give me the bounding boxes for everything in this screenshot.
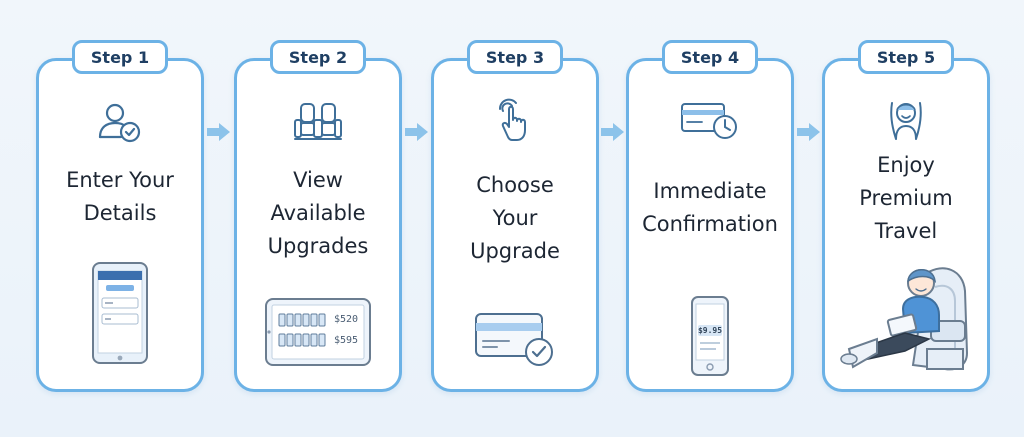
- step-card-3: Step 3 Choose Your Upgrade: [431, 40, 599, 392]
- step-card-2: Step 2 View Available Upgrades $520 $595: [234, 40, 402, 392]
- flow-arrow-1: [207, 123, 230, 141]
- step-badge: Step 3: [467, 40, 563, 74]
- seats-icon: [294, 103, 342, 140]
- phone-amount: $9.95: [697, 326, 723, 335]
- step-badge: Step 5: [858, 40, 954, 74]
- step-card-1: Step 1 Enter Your Details: [36, 40, 204, 392]
- step-card-4: Step 4 Immediate Confirmation $9.95: [626, 40, 794, 392]
- tap-hand-icon: [498, 98, 526, 141]
- step-badge: Step 4: [662, 40, 758, 74]
- card-clock-icon: [681, 103, 737, 139]
- step-title: View Available Upgrades: [267, 168, 369, 258]
- step-title: Enter Your Details: [66, 168, 174, 225]
- flow-arrow-4: [797, 123, 820, 141]
- tablet-price-top: $520: [334, 314, 359, 325]
- step-title: Choose Your Upgrade: [470, 173, 560, 263]
- user-check-icon: [98, 103, 141, 143]
- card-check-illustration: [475, 313, 553, 366]
- step-badge: Step 2: [270, 40, 366, 74]
- phone-confirmation-illustration: $9.95: [690, 295, 730, 377]
- phone-form-illustration: [92, 262, 148, 364]
- tablet-seatmap-illustration: $520 $595: [264, 297, 372, 367]
- traveler-seat-illustration: [840, 267, 969, 371]
- reclining-traveler-icon: [890, 102, 922, 140]
- step-title: Immediate Confirmation: [642, 179, 778, 236]
- flow-arrow-3: [601, 123, 624, 141]
- step-title: Enjoy Premium Travel: [859, 153, 953, 243]
- step-card-5: Step 5 Enjoy Premium Travel: [822, 40, 990, 392]
- flow-arrow-2: [405, 123, 428, 141]
- step-badge: Step 1: [72, 40, 168, 74]
- tablet-price-bottom: $595: [334, 335, 359, 346]
